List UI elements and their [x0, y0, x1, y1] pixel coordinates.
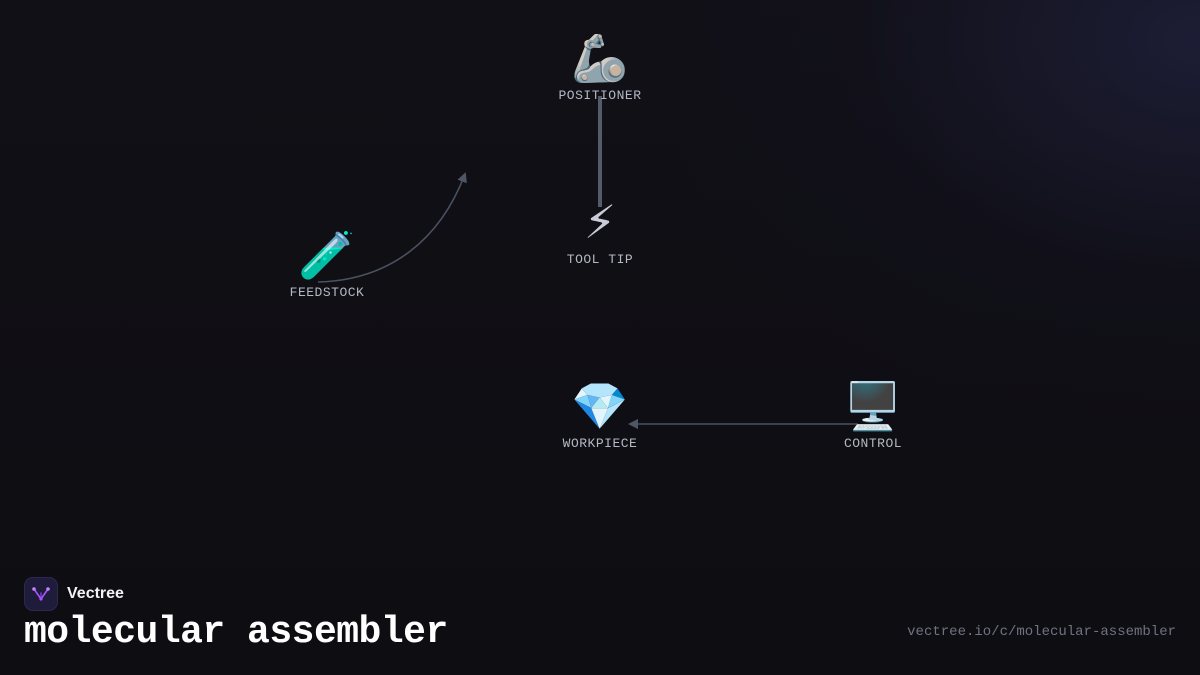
node-label-tooltip: TOOL TIP — [566, 252, 634, 267]
node-tooltip: ⚡ TOOL TIP — [520, 194, 680, 267]
page-url-link[interactable]: vectree.io/c/molecular-assembler — [907, 624, 1176, 640]
node-label-positioner: POSITIONER — [558, 88, 642, 103]
brand-name: Vectree — [67, 585, 124, 602]
test-tube-icon: 🧪 — [298, 228, 356, 282]
node-workpiece: 💎 WORKPIECE — [520, 378, 680, 451]
brand[interactable]: Vectree — [24, 577, 124, 611]
vectree-logo-icon — [24, 577, 58, 611]
mechanical-arm-icon: 🦾 — [571, 31, 629, 85]
lightning-icon: ⚡ — [583, 195, 617, 249]
desktop-computer-icon: 🖥️ — [844, 379, 902, 433]
node-label-workpiece: WORKPIECE — [562, 436, 638, 451]
gem-icon: 💎 — [571, 379, 629, 433]
edge-feedstock-tooltip — [317, 172, 467, 283]
node-label-feedstock: FEEDSTOCK — [289, 285, 365, 300]
node-positioner: 🦾 POSITIONER — [520, 30, 680, 103]
node-label-control: CONTROL — [843, 436, 903, 451]
node-feedstock: 🧪 FEEDSTOCK — [247, 227, 407, 300]
node-control: 🖥️ CONTROL — [793, 378, 953, 451]
page-title: molecular assembler — [24, 611, 448, 654]
